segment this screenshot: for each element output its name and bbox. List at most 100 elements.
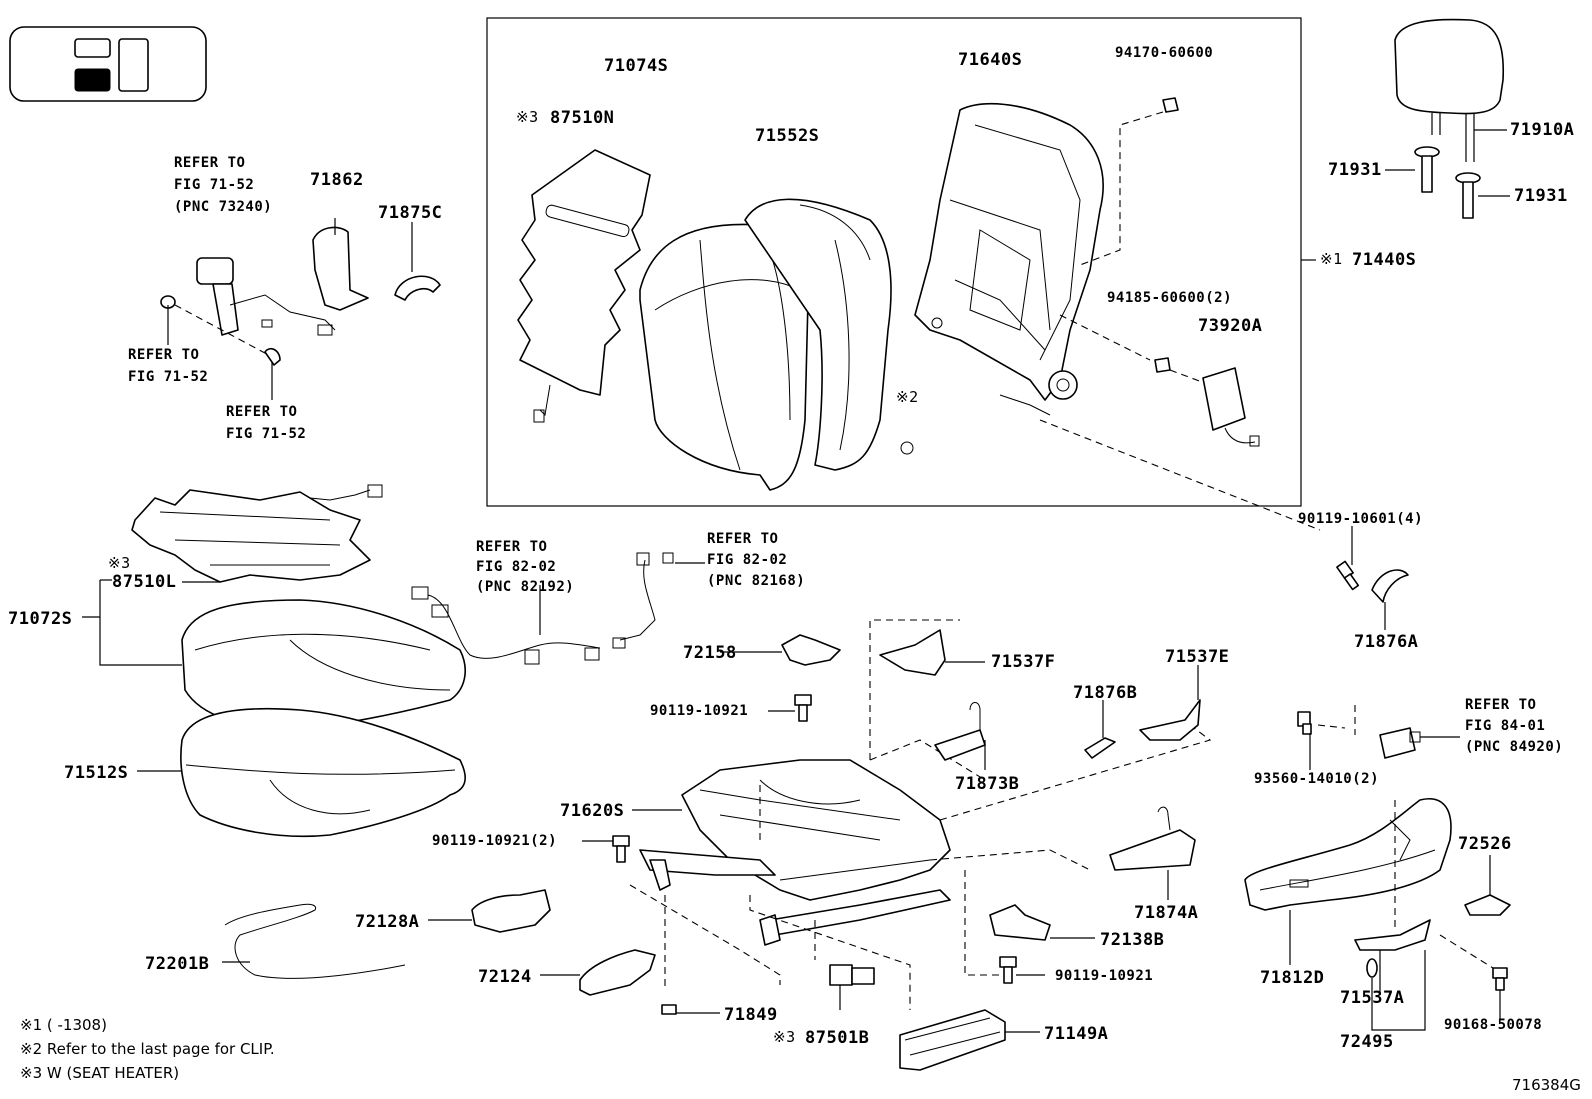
- ref-82-02-pnc82192-line2[interactable]: FIG 82-02: [476, 559, 557, 575]
- wire-harness-82192: [411, 585, 601, 665]
- label-72526[interactable]: 72526: [1458, 834, 1512, 854]
- cover-71537E: [1139, 699, 1201, 741]
- ref-82-02-pnc82168-line3[interactable]: (PNC 82168): [707, 573, 806, 589]
- label-71812D[interactable]: 71812D: [1260, 968, 1325, 988]
- label-87510L-mark: ※3: [108, 554, 131, 572]
- wire-72201B: [224, 903, 406, 979]
- seatback-frame: [914, 102, 1104, 416]
- seat-side-shield: [1244, 798, 1452, 911]
- bracket-71873B: [934, 702, 986, 761]
- label-72495[interactable]: 72495: [1340, 1032, 1394, 1052]
- ref-82-02-pnc82168-line1[interactable]: REFER TO: [707, 531, 779, 547]
- sensor-87501B: [829, 964, 875, 986]
- label-71876B[interactable]: 71876B: [1073, 683, 1138, 703]
- label-71873B[interactable]: 71873B: [955, 774, 1020, 794]
- screw-90168: [1492, 967, 1508, 991]
- bolt-90119-10601: [1336, 560, 1360, 591]
- label-87501B[interactable]: 87501B: [805, 1028, 870, 1048]
- bolt-90119-10921-left: [612, 835, 630, 863]
- label-71074S[interactable]: 71074S: [604, 56, 669, 76]
- headrest-guides: [1414, 146, 1481, 219]
- label-73920A[interactable]: 73920A: [1198, 316, 1263, 336]
- label-71552S[interactable]: 71552S: [755, 126, 820, 146]
- footnote-1: ※1 ( -1308): [20, 1016, 107, 1034]
- label-71512S[interactable]: 71512S: [64, 763, 129, 783]
- seatback-assembly-frame: [486, 17, 1302, 507]
- ref-71-52-a-line2[interactable]: FIG 71-52: [128, 369, 209, 385]
- label-71849[interactable]: 71849: [724, 1005, 778, 1025]
- label-72201B[interactable]: 72201B: [145, 954, 210, 974]
- seatback-pad: [744, 198, 892, 471]
- label-72124[interactable]: 72124: [478, 967, 532, 987]
- figure-id: 716384G: [1512, 1076, 1581, 1094]
- ref-82-02-pnc82168-line2[interactable]: FIG 82-02: [707, 552, 788, 568]
- label-90168-50078[interactable]: 90168-50078: [1444, 1017, 1543, 1033]
- seat-cushion-pad: [180, 707, 466, 838]
- label-71440S[interactable]: 71440S: [1352, 250, 1417, 270]
- label-71875C[interactable]: 71875C: [378, 203, 443, 223]
- clip-71849: [661, 1004, 677, 1015]
- ref-71-52-b-line2[interactable]: FIG 71-52: [226, 426, 307, 442]
- ref-84-01-line3[interactable]: (PNC 84920): [1465, 739, 1564, 755]
- label-90119-10921-right[interactable]: 90119-10921: [1055, 968, 1154, 984]
- label-71537F[interactable]: 71537F: [991, 652, 1056, 672]
- seat-cushion-heater-pad: [131, 484, 383, 583]
- label-90119-10921-top[interactable]: 90119-10921: [650, 703, 749, 719]
- bolt-90119-10921-right: [999, 956, 1017, 984]
- label-71640S[interactable]: 71640S: [958, 50, 1023, 70]
- ref-71-52-b-line1[interactable]: REFER TO: [226, 404, 298, 420]
- label-71072S[interactable]: 71072S: [8, 609, 73, 629]
- ref-84-01-line2[interactable]: FIG 84-01: [1465, 718, 1546, 734]
- label-71149A[interactable]: 71149A: [1044, 1024, 1109, 1044]
- seat-adjuster-frame: [639, 759, 951, 946]
- label-71874A[interactable]: 71874A: [1134, 903, 1199, 923]
- headrest: [1394, 18, 1505, 162]
- cover-72128A: [471, 889, 551, 933]
- label-94185-60600[interactable]: 94185-60600(2): [1107, 290, 1233, 306]
- label-71876A[interactable]: 71876A: [1354, 632, 1419, 652]
- bolt-90119-10921-top: [794, 694, 812, 722]
- label-90119-10601[interactable]: 90119-10601(4): [1298, 511, 1424, 527]
- label-93560-14010[interactable]: 93560-14010(2): [1254, 771, 1380, 787]
- nut-94185: [1154, 357, 1171, 373]
- label-71537A[interactable]: 71537A: [1340, 988, 1405, 1008]
- ref-84-01-line1[interactable]: REFER TO: [1465, 697, 1537, 713]
- label-71931-a[interactable]: 71931: [1328, 160, 1382, 180]
- label-87510L[interactable]: 87510L: [112, 572, 177, 592]
- cover-71537A: [1354, 919, 1431, 951]
- ref-82-02-pnc82192-line1[interactable]: REFER TO: [476, 539, 548, 555]
- label-90119-10921-2[interactable]: 90119-10921(2): [432, 833, 558, 849]
- label-87510N-mark: ※3: [516, 108, 539, 126]
- label-71440S-mark: ※1: [1320, 250, 1343, 268]
- ref-71-52-pnc73240-line3[interactable]: (PNC 73240): [174, 199, 273, 215]
- cover-71537F: [879, 629, 946, 676]
- label-87510N[interactable]: 87510N: [550, 108, 615, 128]
- connector-84920: [1379, 727, 1421, 759]
- label-71862[interactable]: 71862: [310, 170, 364, 190]
- ref-71-52-pnc73240-line2[interactable]: FIG 71-52: [174, 177, 255, 193]
- seatback-heater-pad: [517, 149, 651, 423]
- label-72128A[interactable]: 72128A: [355, 912, 420, 932]
- seat-position-locator-icon: [9, 26, 207, 102]
- label-87501B-mark: ※3: [773, 1028, 796, 1046]
- label-71537E[interactable]: 71537E: [1165, 647, 1230, 667]
- label-72158[interactable]: 72158: [683, 643, 737, 663]
- label-71620S[interactable]: 71620S: [560, 801, 625, 821]
- label-71931-b[interactable]: 71931: [1514, 186, 1568, 206]
- cover-71876B: [1084, 737, 1116, 759]
- label-94170-60600[interactable]: 94170-60600: [1115, 45, 1214, 61]
- footnote-3: ※3 W (SEAT HEATER): [20, 1064, 180, 1082]
- label-71910A[interactable]: 71910A: [1510, 120, 1575, 140]
- clip-72495: [1366, 958, 1378, 978]
- ref-71-52-pnc73240-line1[interactable]: REFER TO: [174, 155, 246, 171]
- cover-72158: [781, 634, 841, 666]
- footnote-2: ※2 Refer to the last page for CLIP.: [20, 1040, 275, 1058]
- ref-71-52-a-line1[interactable]: REFER TO: [128, 347, 200, 363]
- label-72138B[interactable]: 72138B: [1100, 930, 1165, 950]
- airbag-module: [1202, 367, 1260, 447]
- cover-71876A: [1371, 569, 1409, 603]
- seat-belt-buckle: [160, 257, 336, 361]
- ref-82-02-pnc82192-line3[interactable]: (PNC 82192): [476, 579, 575, 595]
